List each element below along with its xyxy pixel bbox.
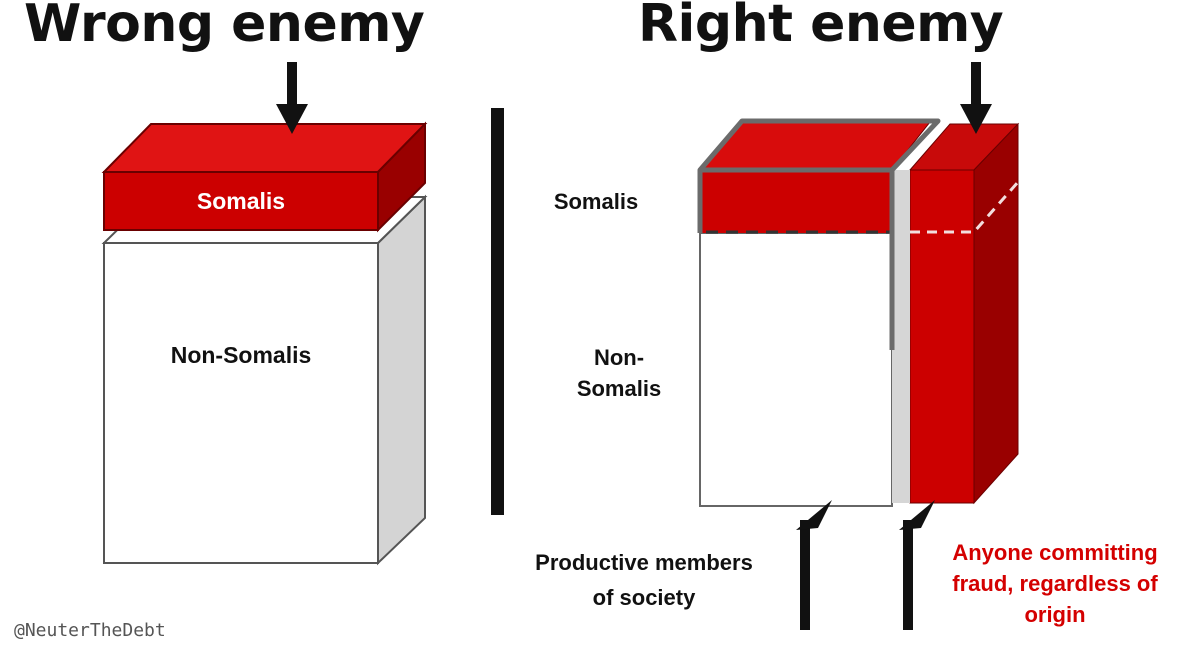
productive-up-arrow-icon bbox=[796, 500, 832, 630]
right-white-box-front bbox=[699, 232, 893, 507]
productive-label-line1: Productive members bbox=[535, 550, 753, 575]
fraud-label-line3: origin bbox=[1024, 602, 1086, 627]
fraud-label-line2: fraud, regardless of bbox=[952, 571, 1158, 596]
left-non-somalis-label: Non-Somalis bbox=[170, 342, 312, 368]
left-red-slab-top bbox=[101, 123, 428, 173]
right-red-slab-front bbox=[700, 170, 892, 233]
right-down-arrow-icon bbox=[960, 62, 992, 134]
watermark-handle: @NeuterTheDebt bbox=[14, 620, 166, 641]
left-white-box-side bbox=[377, 194, 426, 566]
left-somalis-label: Somalis bbox=[196, 188, 286, 214]
left-down-arrow-icon bbox=[276, 62, 308, 134]
fraud-up-arrow-icon bbox=[899, 500, 935, 630]
left-red-slab-front bbox=[103, 171, 379, 231]
gap-grey-strip bbox=[892, 170, 910, 503]
left-panel-graphic bbox=[101, 62, 428, 566]
fraud-column-side bbox=[973, 122, 1019, 505]
right-non-somalis-label-line2: Somalis bbox=[576, 376, 662, 401]
right-panel-graphic bbox=[697, 62, 1020, 630]
wrong-enemy-title: Wrong enemy bbox=[24, 0, 425, 54]
fraud-column-front bbox=[909, 169, 975, 504]
center-divider bbox=[491, 108, 504, 515]
right-somalis-label: Somalis bbox=[553, 189, 639, 214]
fraud-label-line1: Anyone committing bbox=[952, 540, 1158, 565]
right-enemy-title: Right enemy bbox=[638, 0, 1004, 54]
left-white-box-front bbox=[103, 242, 379, 564]
productive-label-line2: of society bbox=[592, 585, 696, 610]
right-grey-outline bbox=[697, 118, 941, 350]
fraud-column-dashed-line bbox=[910, 181, 1020, 234]
right-non-somalis-label-line1: Non- bbox=[593, 345, 645, 370]
